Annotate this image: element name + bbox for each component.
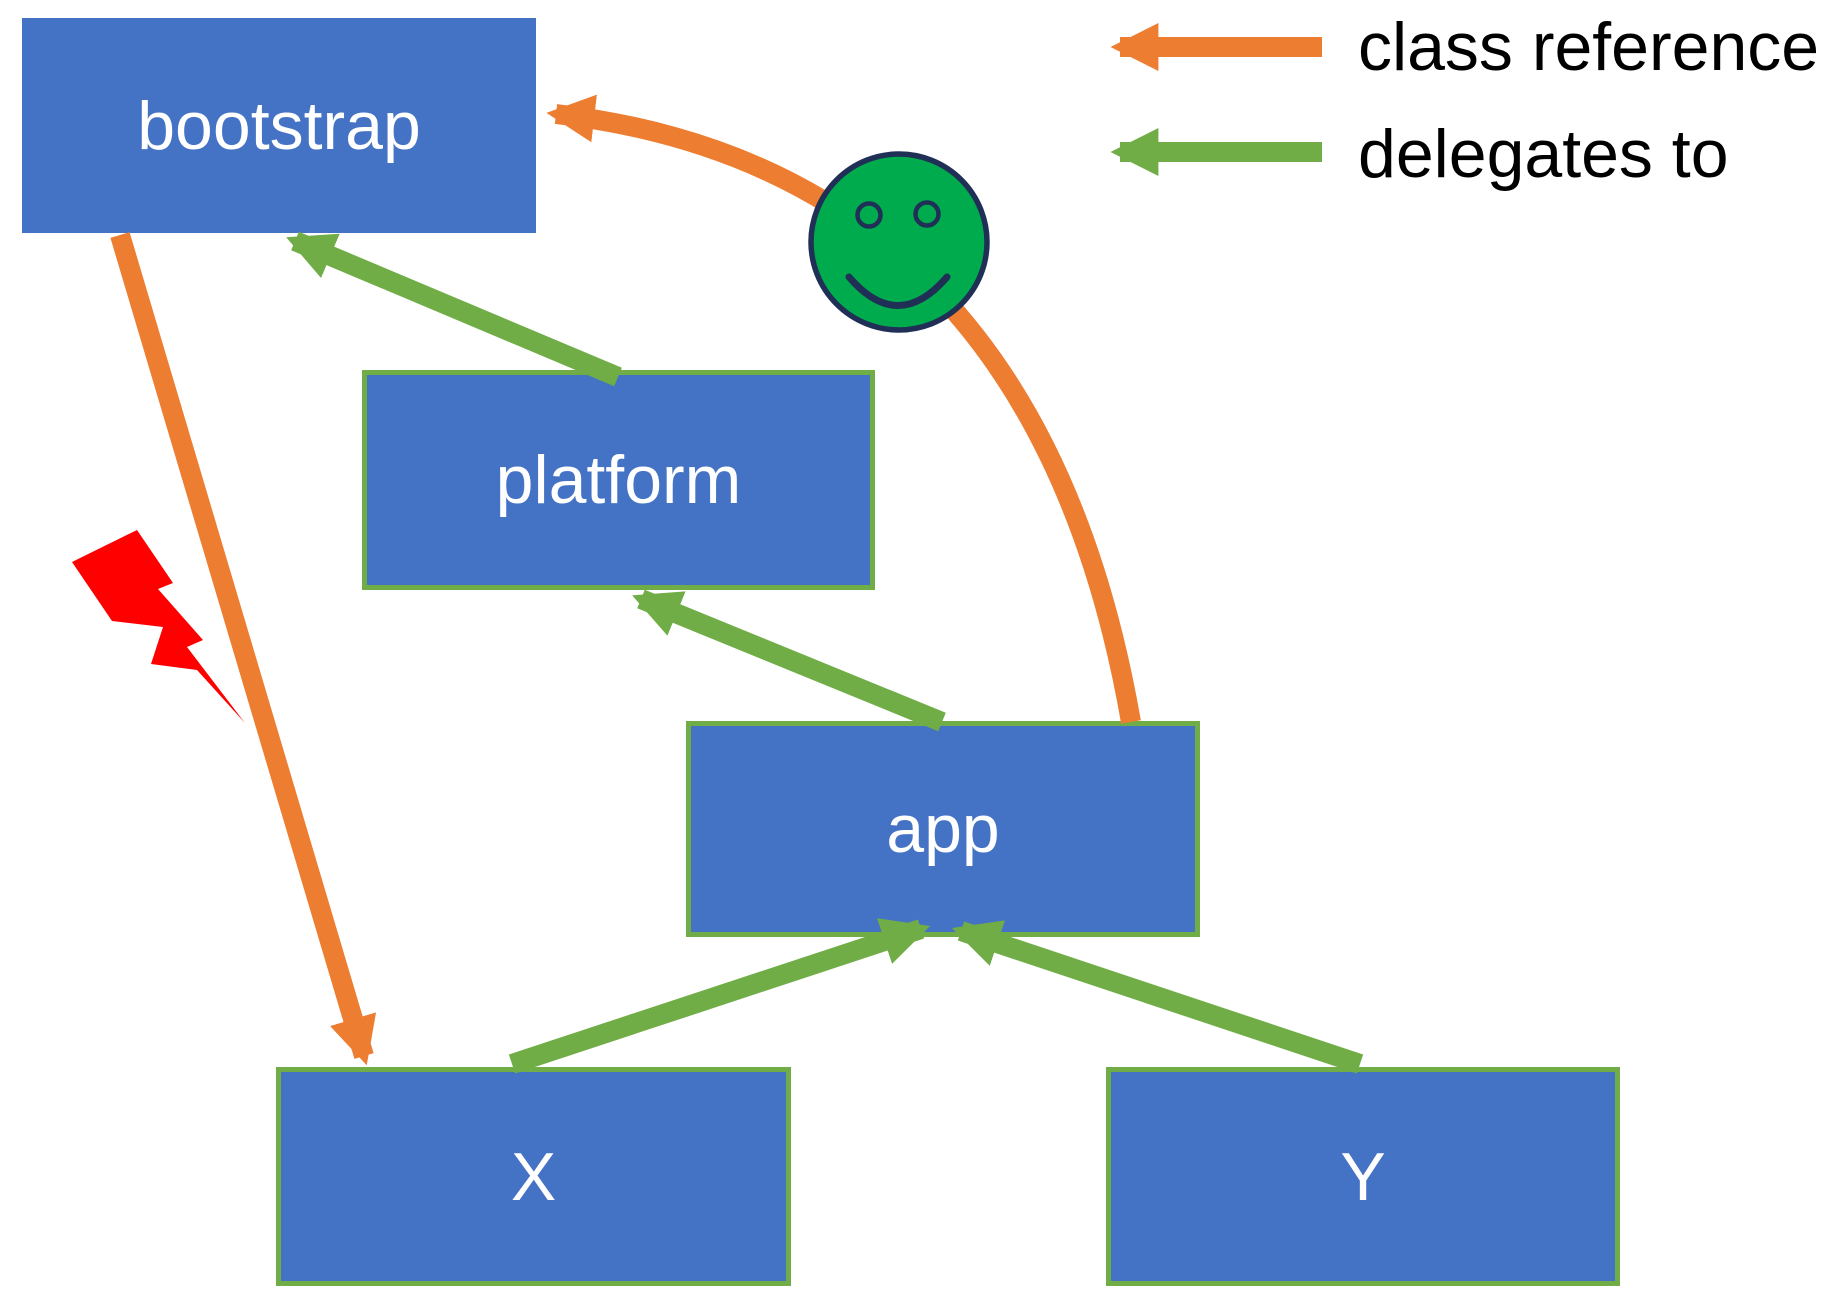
- edge-bootstrap-to-x-class-reference: [110, 232, 377, 1066]
- smiley-mouth: [845, 273, 951, 309]
- legend-label-delegates-to: delegates to: [1358, 116, 1729, 192]
- node-app: app: [686, 721, 1200, 937]
- node-bootstrap-label: bootstrap: [137, 87, 421, 164]
- node-bootstrap: bootstrap: [22, 18, 536, 233]
- edge-x-to-app-delegates: [508, 918, 931, 1074]
- node-app-label: app: [886, 791, 1000, 867]
- node-x-label: X: [510, 1138, 557, 1215]
- lightning-bolt-icon: [72, 530, 245, 723]
- node-platform: platform: [362, 370, 875, 590]
- node-x: X: [276, 1067, 791, 1286]
- edge-platform-to-bootstrap-delegates: [286, 231, 622, 387]
- smiley-left-eye: [855, 201, 883, 229]
- smiley-head: [808, 151, 990, 333]
- node-y-label: Y: [1340, 1138, 1386, 1215]
- edge-app-to-platform-delegates: [632, 589, 946, 732]
- node-platform-label: platform: [495, 442, 742, 518]
- edge-y-to-app-delegates: [951, 920, 1364, 1074]
- smiley-right-eye: [913, 200, 941, 228]
- smiley-face-icon: [808, 151, 990, 333]
- node-y: Y: [1106, 1067, 1620, 1286]
- legend-label-class-reference: class reference: [1358, 9, 1820, 85]
